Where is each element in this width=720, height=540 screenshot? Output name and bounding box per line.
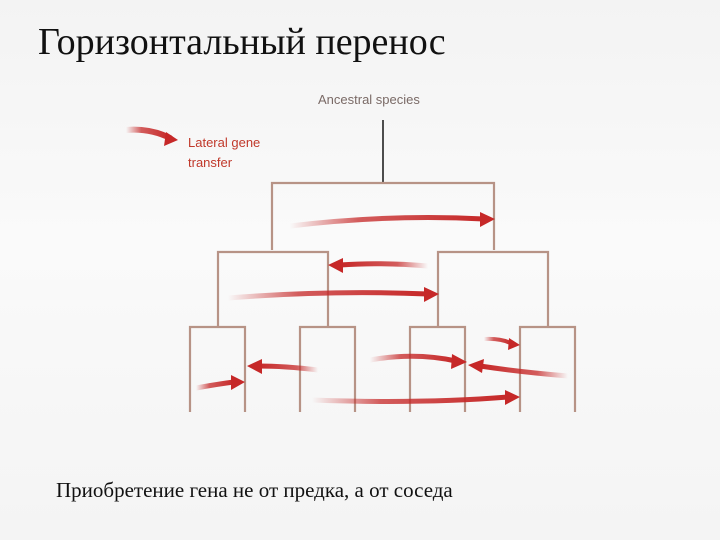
transfer-arrow-shaft — [287, 215, 487, 229]
branch-right-clade — [436, 250, 550, 327]
transfer-arrow-head — [451, 354, 467, 369]
legend-arrow-shaft — [123, 126, 173, 141]
transfer-arrow-head — [505, 390, 520, 405]
branch-leaves-5-6 — [408, 325, 467, 412]
transfer-arrow-shaft — [482, 336, 514, 346]
transfer-arrow-head — [328, 258, 343, 273]
transfer-arrow-shaft — [367, 353, 459, 364]
legend: Lateral gene transfer — [123, 126, 260, 170]
transfer-arrow-head — [424, 287, 439, 302]
transfer-arrow-shaft — [225, 290, 431, 301]
branch-level1 — [270, 181, 496, 250]
legend-arrow-head — [164, 132, 178, 146]
transfer-arrow-shaft — [193, 379, 237, 391]
transfer-arrow-head — [231, 375, 245, 390]
branch-left-clade — [216, 250, 330, 327]
transfer-arrow-head — [508, 338, 520, 350]
slide-title: Горизонтальный перенос — [38, 21, 446, 63]
transfer-arrow-shaft — [255, 363, 321, 373]
transfer-arrow-shaft — [337, 261, 431, 269]
slide-caption: Приобретение гена не от предка, а от сос… — [56, 478, 453, 502]
ancestral-species-label: Ancestral species — [318, 92, 420, 107]
transfer-arrow-head — [247, 359, 262, 374]
transfer-arrow-head — [468, 359, 484, 373]
transfer-arrow-head — [480, 212, 495, 227]
transfer-arrow-shaft — [477, 363, 571, 379]
branch-leaves-7-8 — [518, 325, 577, 412]
legend-label-line2: transfer — [188, 155, 233, 170]
legend-label-line1: Lateral gene — [188, 135, 260, 150]
transfer-arrows — [193, 212, 571, 405]
transfer-arrow-shaft — [309, 394, 511, 404]
branch-leaves-1-2 — [188, 325, 247, 412]
